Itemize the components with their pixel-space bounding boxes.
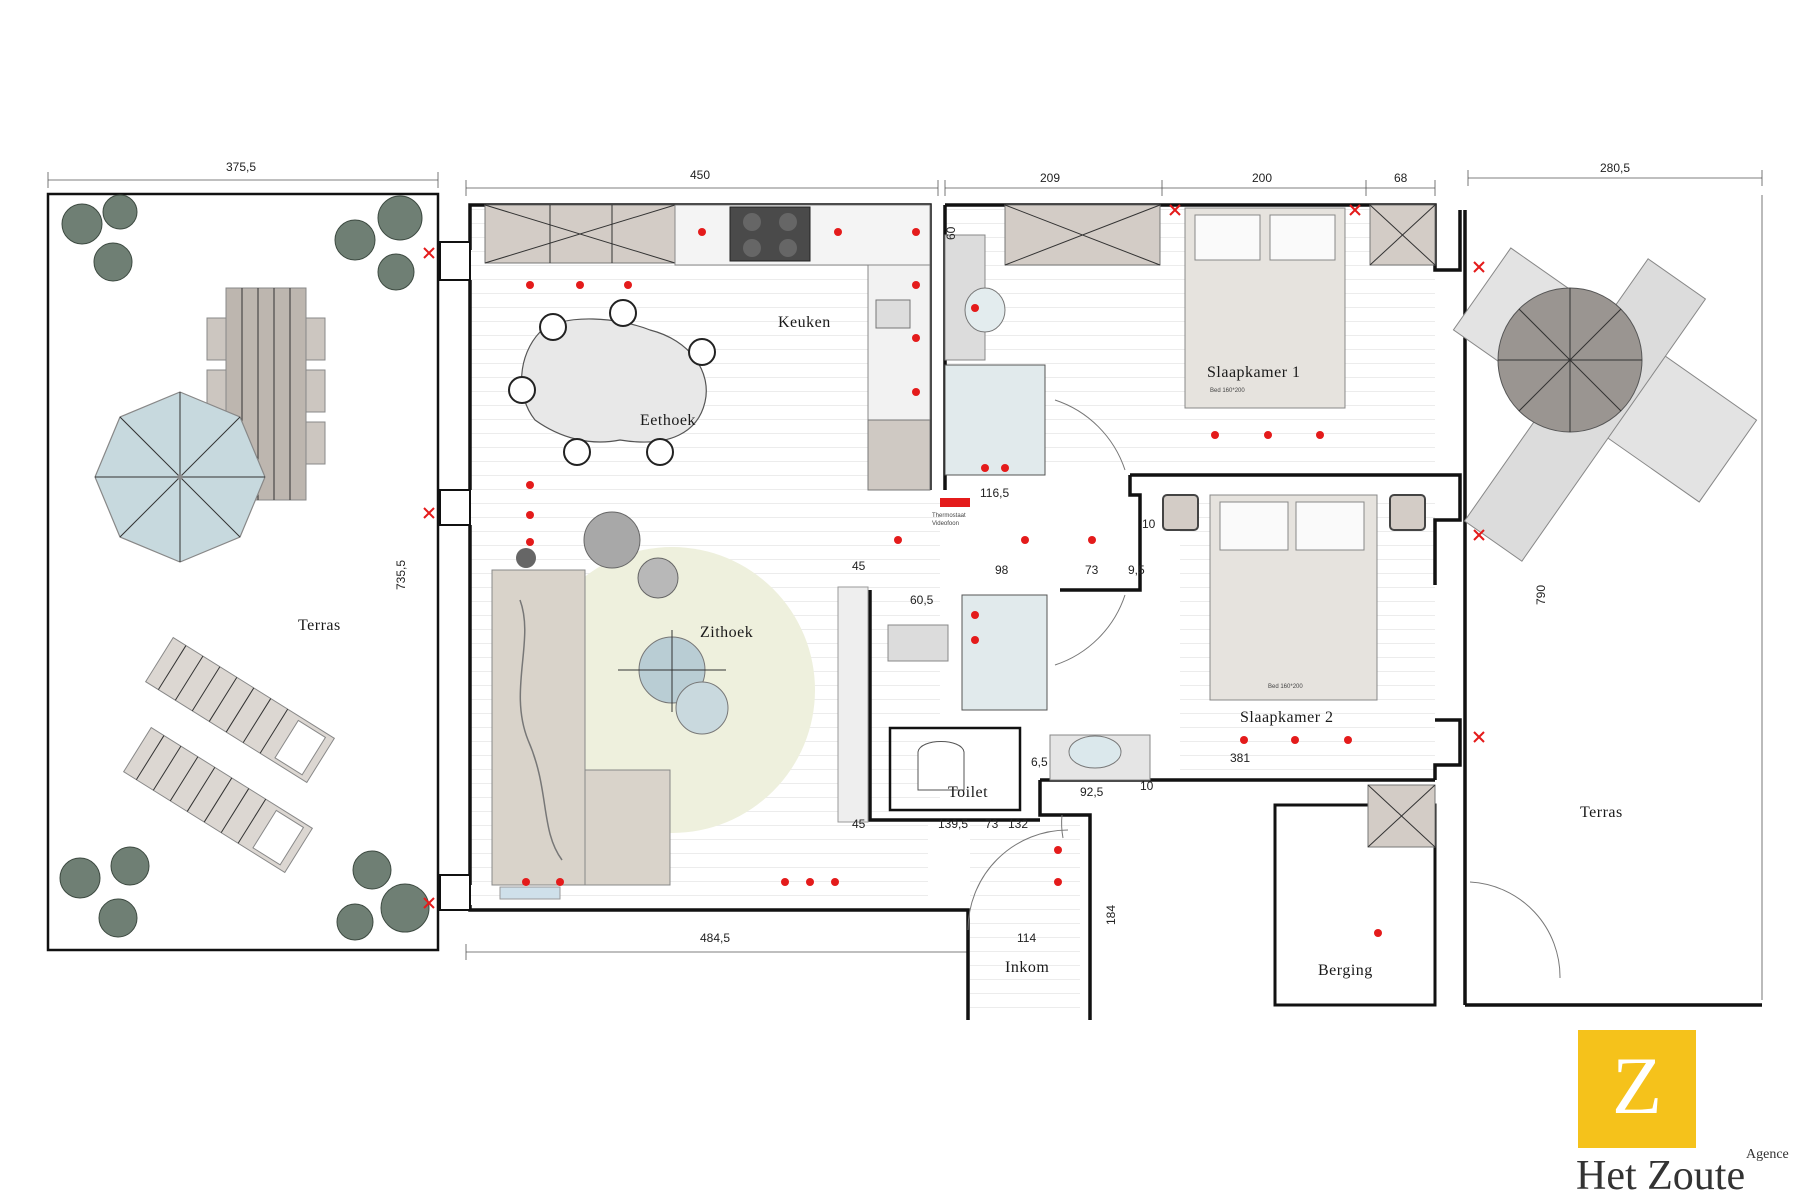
window-markers	[423, 204, 1485, 909]
thermostat-note: Thermostaat Videofoon	[932, 498, 970, 527]
room-labels: Keuken Eethoek Zithoek Slaapkamer 1 Slaa…	[640, 314, 1373, 979]
logo-agence: Agence	[1746, 1147, 1789, 1162]
room-label-keuken: Keuken	[778, 314, 831, 331]
dim-60: 60	[944, 226, 958, 240]
logo-name: Het Zoute	[1576, 1153, 1746, 1199]
dim-terras-right-width: 280,5	[1600, 161, 1630, 175]
dim-73-top: 73	[1085, 563, 1099, 577]
room-label-zithoek: Zithoek	[700, 624, 753, 641]
dim-bed1-mid: 200	[1252, 171, 1272, 185]
dim-132: 132	[1008, 817, 1028, 831]
dining	[508, 299, 716, 466]
dim-45-bottom: 45	[852, 817, 866, 831]
dim-6-5: 6,5	[1031, 755, 1048, 769]
dim-45-top: 45	[852, 559, 866, 573]
dim-60-5: 60,5	[910, 593, 934, 607]
sun-loungers	[122, 636, 336, 874]
parasol-left	[94, 391, 266, 563]
kitchen	[484, 204, 931, 491]
dim-living-width: 450	[690, 168, 710, 182]
storage	[1367, 784, 1436, 848]
electrical-markers	[522, 228, 1382, 937]
room-label-inkom: Inkom	[1005, 959, 1049, 976]
bedroom-1: Bed 160*200	[1004, 204, 1436, 409]
dim-terras-left-height: 735,5	[394, 560, 408, 590]
terrace-right: Terras	[1452, 247, 1758, 821]
dim-inkom-height: 184	[1104, 905, 1118, 925]
bed-2-note: Bed 160*200	[1268, 684, 1303, 690]
logo-letter: Z	[1611, 1040, 1663, 1131]
room-label-toilet: Toilet	[948, 784, 988, 801]
dim-139-5: 139,5	[938, 817, 968, 831]
room-label-terras-right: Terras	[1580, 804, 1623, 821]
dim-terras-left-width: 375,5	[226, 160, 256, 174]
plants-left	[59, 194, 430, 941]
dim-inkom-width: 114	[1017, 931, 1036, 945]
dim-living-bottom: 484,5	[700, 931, 730, 945]
bed-1-note: Bed 160*200	[1210, 388, 1245, 394]
room-label-eethoek: Eethoek	[640, 412, 696, 429]
bathroom-1	[944, 234, 1046, 476]
dim-bath-width: 116,5	[980, 486, 1009, 500]
dim-10-a: 10	[1142, 517, 1156, 531]
dim-10-b: 10	[1140, 779, 1154, 793]
room-label-slaapkamer-1: Slaapkamer 1	[1207, 364, 1301, 381]
room-label-berging: Berging	[1318, 962, 1373, 979]
dim-bed1-right: 68	[1394, 171, 1408, 185]
room-label-terras-left: Terras	[298, 617, 341, 634]
dim-92-5: 92,5	[1080, 785, 1104, 799]
dim-terras-right-height: 790	[1534, 585, 1548, 605]
living	[491, 511, 869, 900]
dim-bed1-left: 209	[1040, 171, 1060, 185]
thermostat-line-1: Thermostaat	[932, 513, 966, 519]
dim-98: 98	[995, 563, 1009, 577]
terrace-left: Terras	[46, 192, 440, 952]
bedroom-2: Bed 160*200	[1162, 494, 1426, 701]
thermostat-line-2: Videofoon	[932, 521, 959, 527]
room-label-slaapkamer-2: Slaapkamer 2	[1240, 709, 1334, 726]
dim-9-5: 9,5	[1128, 563, 1145, 577]
doors	[967, 399, 1561, 979]
dimension-labels: 375,5 450 209 200 68 280,5 735,5 790 484…	[226, 160, 1630, 945]
dim-73-bottom: 73	[985, 817, 999, 831]
dim-381: 381	[1230, 751, 1250, 765]
logo-box	[1578, 1030, 1696, 1148]
